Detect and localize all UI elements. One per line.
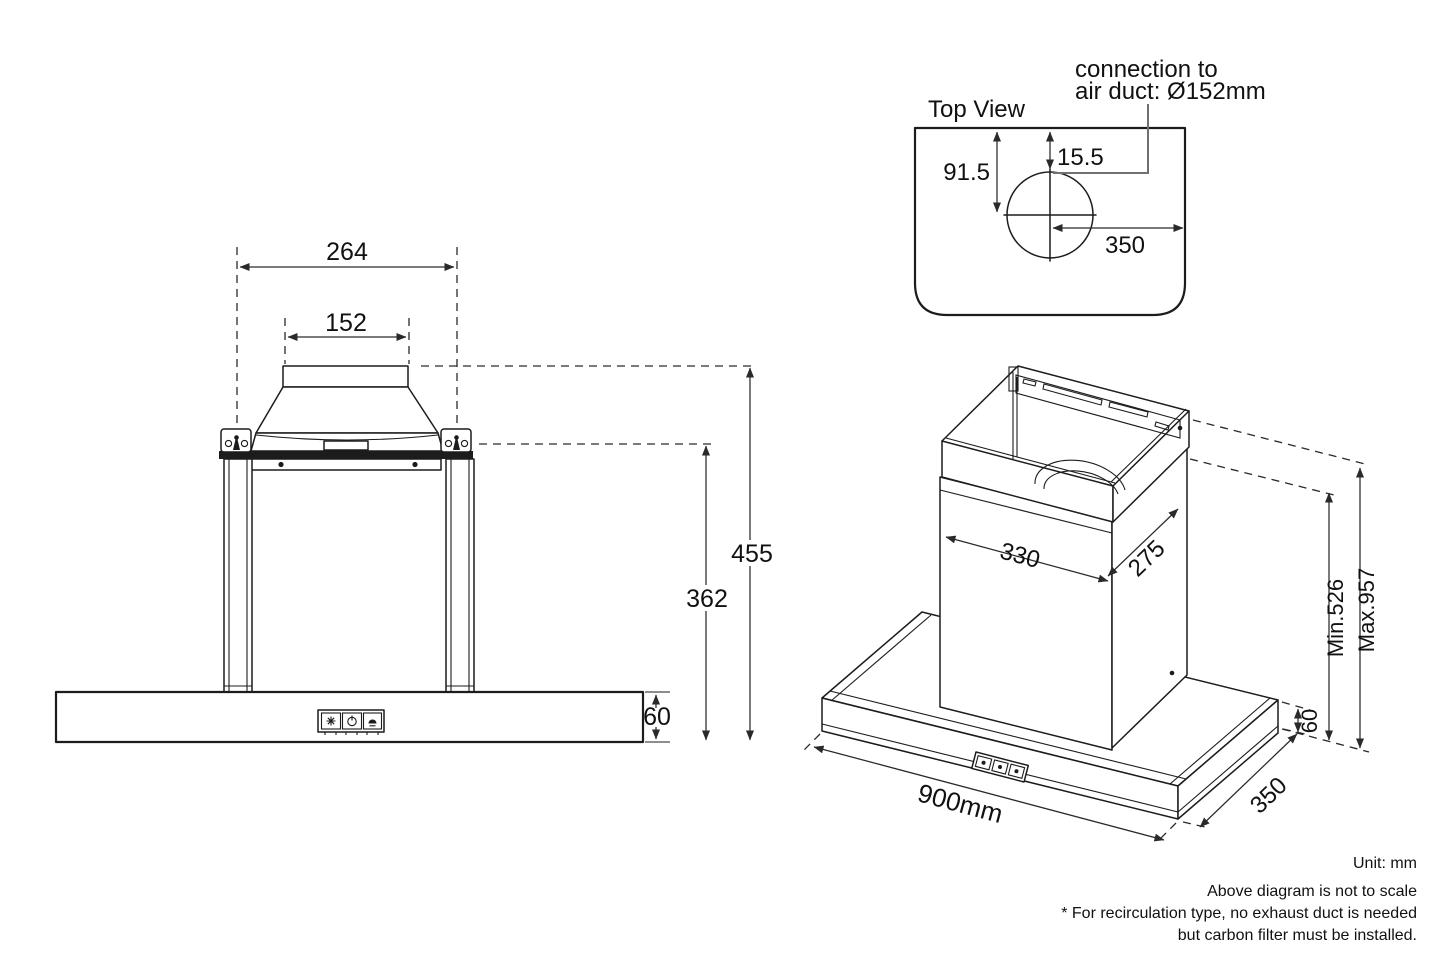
dim-line-275	[1107, 508, 1179, 577]
duct-leader-line	[1053, 104, 1149, 174]
iso-upper-box	[941, 365, 1190, 523]
notes: Unit: mm Above diagram is not to scale *…	[1061, 855, 1417, 944]
support-rod	[1008, 366, 1019, 459]
note-carbon-filter: but carbon filter must be installed.	[1178, 927, 1417, 944]
light-button	[362, 712, 383, 730]
ext-350-bottom	[1182, 821, 1206, 828]
isometric-view: 330 275 900mm 350 60 Min.526 Max.957	[803, 365, 1379, 842]
ext-60-top	[1281, 701, 1311, 711]
dim-455-label: 455	[731, 540, 773, 568]
power-button	[341, 712, 363, 730]
screw-right	[412, 461, 418, 468]
duct-funnel	[255, 386, 439, 434]
dim-min526-label: Min.526	[1323, 579, 1348, 657]
damper-box	[323, 440, 369, 451]
dim-15-5-label: 15.5	[1057, 144, 1104, 171]
ext-900-left	[803, 733, 821, 751]
bracket-right	[440, 428, 472, 453]
front-view: 264 152 455 362 60	[54, 238, 773, 744]
panel-ticks	[324, 732, 379, 735]
dim-max957-label: Max.957	[1354, 568, 1379, 652]
duct-note-line1: connection to	[1075, 56, 1218, 83]
duct-hole	[1003, 168, 1097, 262]
dim-350-iso-label: 350	[1245, 772, 1293, 819]
ext-bottom	[1281, 728, 1370, 753]
note-unit: Unit: mm	[1353, 855, 1417, 872]
ext-350-top	[1282, 728, 1306, 735]
bracket-left	[220, 428, 252, 453]
hood-top-curve	[255, 434, 439, 441]
dim-line-900	[813, 745, 1165, 842]
mounting-rail	[219, 451, 473, 459]
duct-flange	[282, 365, 409, 388]
dim-264-label: 264	[326, 238, 368, 266]
control-panel	[317, 709, 385, 735]
mounting-rail-iso	[1015, 374, 1181, 439]
dim-60-iso-label: 60	[1297, 709, 1322, 733]
power-icon	[347, 715, 357, 727]
screw-left	[278, 461, 284, 468]
dim-455-label-bg	[729, 540, 773, 566]
dim-60-front: 60	[643, 691, 671, 743]
leg-left	[223, 458, 253, 693]
dim-350-top-label: 350	[1105, 232, 1145, 259]
ext-min-top	[1189, 458, 1339, 497]
leg-right	[445, 458, 475, 693]
dim-91-5-label: 91.5	[943, 159, 990, 186]
dim-362-label-bg	[684, 585, 728, 611]
screw-iso-lower	[1169, 670, 1175, 676]
light-icon	[368, 719, 377, 727]
dim-60-front-label: 60	[643, 703, 671, 731]
ext-max-top	[1192, 419, 1370, 466]
fan-button	[320, 712, 342, 730]
dim-line-330	[945, 535, 1109, 583]
top-view-title: Top View	[928, 96, 1026, 123]
top-view: Top View connection to air duct: Ø152mm …	[913, 56, 1266, 317]
duct-opening-arc	[1034, 459, 1126, 495]
dim-362-label: 362	[686, 585, 728, 613]
note-scale: Above diagram is not to scale	[1207, 883, 1417, 900]
dim-line-350-iso	[1199, 733, 1298, 828]
ext-900-right	[1158, 822, 1177, 841]
note-recirculation: * For recirculation type, no exhaust duc…	[1061, 905, 1417, 922]
dim-152-label: 152	[325, 309, 367, 337]
duct-note-line2: air duct: Ø152mm	[1075, 78, 1266, 105]
fan-icon	[326, 716, 336, 726]
